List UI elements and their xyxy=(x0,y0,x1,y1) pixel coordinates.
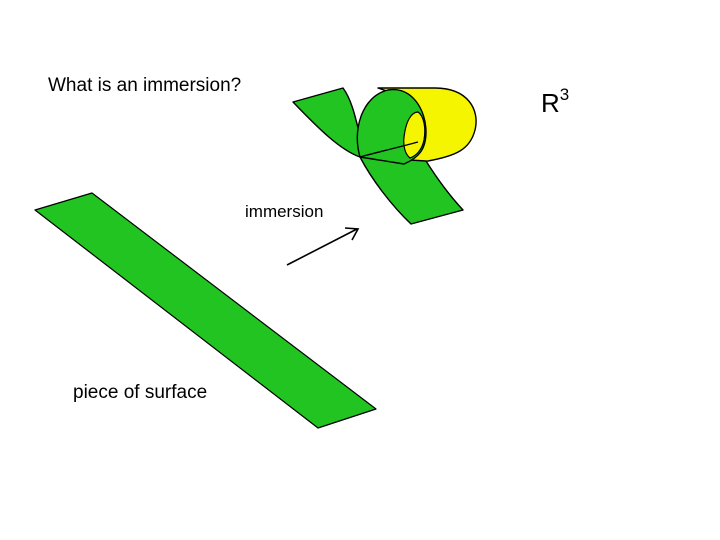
ribbon-upper-tail xyxy=(292,87,361,158)
arrow-icon xyxy=(286,227,360,266)
space-base: R xyxy=(541,88,560,118)
flat-surface-strip xyxy=(34,192,377,429)
space-exponent: 3 xyxy=(559,85,570,104)
ribbon-lower-tail xyxy=(359,156,464,225)
immersed-surface xyxy=(292,87,477,225)
slide-title: What is an immersion? xyxy=(48,75,242,96)
loop-opening xyxy=(403,111,426,159)
surface-label: piece of surface xyxy=(73,382,208,403)
immersion-label: immersion xyxy=(245,202,324,221)
self-intersection-line xyxy=(359,141,419,158)
ambient-space-label: R3 xyxy=(541,86,569,118)
